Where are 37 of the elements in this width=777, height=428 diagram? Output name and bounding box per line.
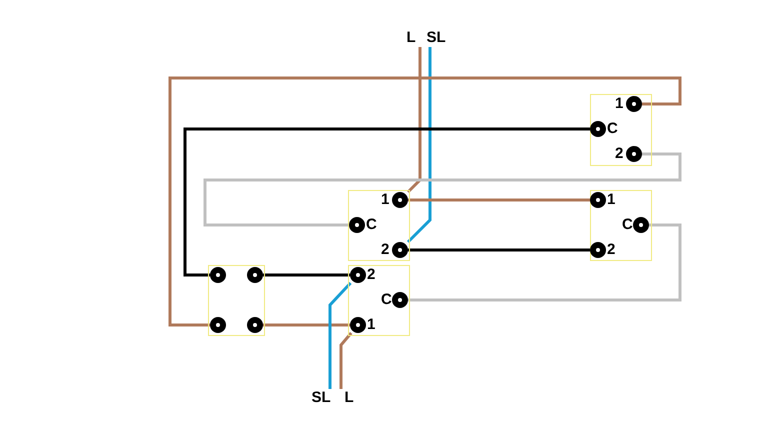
wire: [204, 152, 682, 226]
terminal-label: 1: [615, 96, 624, 112]
terminal-label: C: [381, 292, 392, 308]
wire: [168, 76, 682, 326]
terminal-icon: [210, 267, 226, 283]
wire: [408, 248, 590, 252]
terminal-icon: [247, 267, 263, 283]
switch-plate: [208, 265, 265, 336]
terminal-label: 2: [381, 242, 390, 258]
wire-label: L: [406, 30, 416, 46]
terminal-label: 2: [615, 146, 624, 162]
terminal-label: 1: [607, 192, 616, 208]
terminal-label: 1: [367, 317, 376, 333]
wire: [340, 332, 352, 389]
wire: [406, 47, 422, 194]
terminal-label: C: [607, 121, 618, 137]
wire: [406, 47, 432, 244]
wire-label: SL: [312, 390, 331, 406]
terminal-label: 2: [607, 242, 616, 258]
wire: [408, 198, 590, 202]
wire-label: SL: [426, 30, 446, 46]
wire-label: L: [344, 390, 354, 406]
wire: [263, 274, 350, 276]
switch-plate: [348, 265, 410, 336]
wire: [408, 224, 682, 302]
terminal-icon: [210, 317, 226, 333]
terminal-label: 1: [381, 192, 390, 208]
terminal-label: 2: [367, 267, 376, 283]
terminal-label: C: [366, 217, 377, 233]
wire: [328, 282, 352, 389]
switch-plate: [348, 190, 410, 261]
wire: [184, 128, 590, 276]
terminal-label: C: [622, 217, 633, 233]
terminal-icon: [247, 317, 263, 333]
switch-plate: [590, 190, 652, 261]
wire: [263, 324, 350, 326]
switch-plate: [590, 94, 652, 166]
